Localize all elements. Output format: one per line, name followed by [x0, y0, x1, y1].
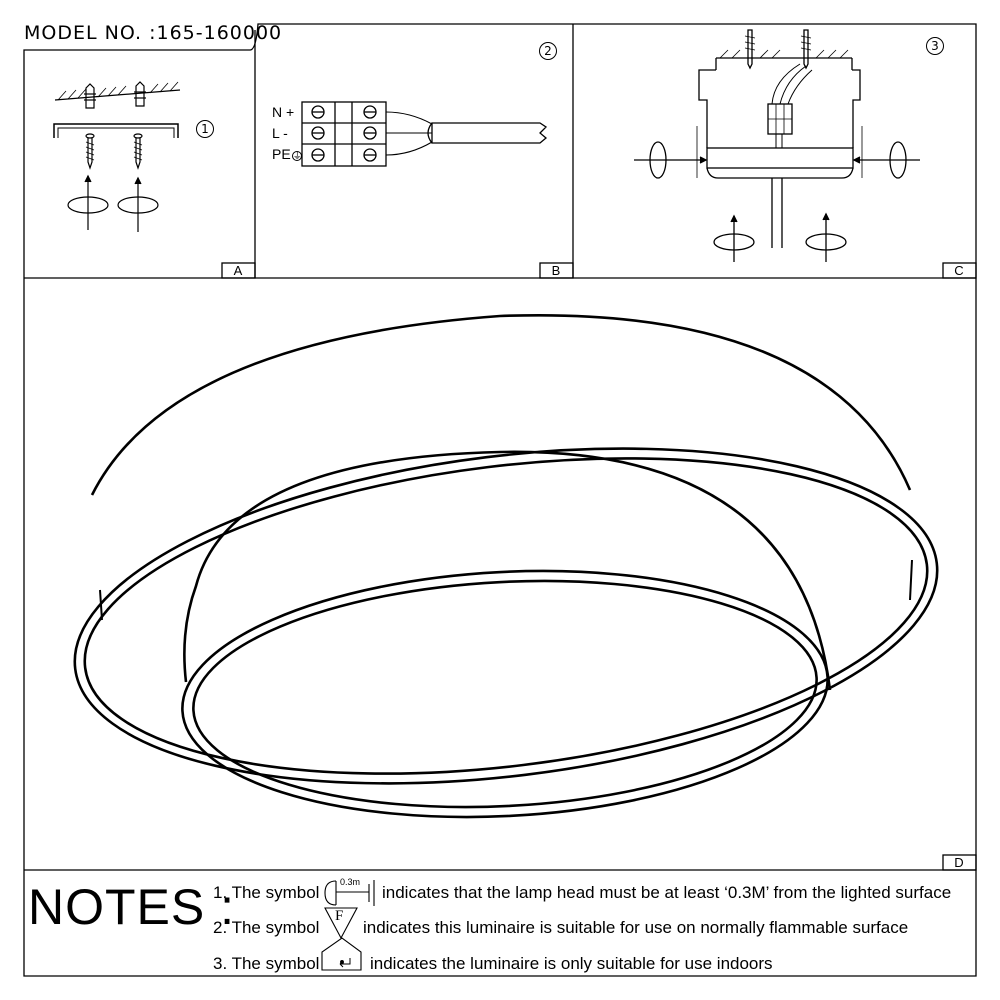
panel-b-letter-box [539, 262, 574, 279]
panel-letter: A [233, 263, 243, 278]
rotate-arrow-icon [852, 126, 920, 179]
lamp-outer-ring-inner [83, 457, 929, 775]
screw [85, 133, 95, 170]
rotate-arrow-icon [805, 212, 847, 262]
power-cable [431, 122, 548, 144]
rotate-arrow-icon [713, 214, 755, 262]
note-symbol-label: 0.3m [340, 877, 361, 887]
terminal-label-neutral: N + [272, 104, 295, 120]
earth-symbol-icon: ⏚ [291, 151, 302, 161]
model-number: MODEL NO. :165-160000 [24, 22, 283, 44]
lamp-diffuser-ring [181, 569, 829, 819]
lamp-outer-ring [73, 447, 939, 785]
outer-border [23, 23, 977, 977]
panel-c-illustration [634, 29, 920, 262]
panel-b-illustration [301, 101, 548, 167]
terminal-screw-icon [311, 105, 377, 162]
panel-a-illustration [53, 81, 181, 232]
power-cable [771, 178, 783, 248]
terminal-label-live: L - [272, 125, 288, 141]
panel-a-letter-box [221, 262, 256, 279]
cable-wires [771, 63, 813, 105]
notes-title: NOTES : [28, 879, 236, 935]
note-text: indicates this luminaire is suitable for… [363, 918, 909, 937]
wall-plug [84, 83, 96, 109]
lamp-diffuser-ring-inner [192, 579, 818, 809]
indoor-use-symbol-icon [321, 937, 362, 971]
screw [800, 29, 812, 70]
step-number-badge: 2 [539, 42, 557, 60]
fixture-canopy [706, 147, 854, 169]
note-text: indicates the luminaire is only suitable… [370, 954, 773, 973]
screw [133, 133, 143, 170]
step-number-badge: 1 [196, 120, 214, 138]
note-item: 1. The symbol 0.3m indicates that the la… [213, 877, 951, 903]
frame-lines [23, 23, 977, 977]
mounting-bracket-inner [57, 127, 175, 138]
note-text: indicates that the lamp head must be at … [382, 883, 952, 902]
bracket-side [698, 69, 861, 148]
screw [744, 29, 756, 70]
rotate-arrow-icon [634, 126, 708, 179]
note-item: 2. The symbol F indicates this luminaire… [213, 908, 908, 938]
ceiling-light-illustration [73, 314, 939, 819]
note-prefix: 1. The symbol [213, 883, 320, 902]
panel-d-letter-box [942, 854, 977, 871]
note-item: 3. The symbol indicates the luminaire is… [213, 954, 773, 974]
rotate-arrow-icon [117, 176, 159, 232]
ceiling-hatch [719, 49, 849, 59]
notes-symbols [321, 880, 375, 971]
ceiling-hatch [57, 81, 179, 101]
panel-letter: D [954, 855, 964, 870]
cable-wires [385, 111, 433, 156]
terminal-block [301, 101, 387, 167]
terminal-label-earth: PE⏚ [272, 146, 302, 162]
distance-symbol-icon [324, 880, 375, 906]
note-symbol-label: F [335, 908, 344, 924]
rotate-arrow-icon [67, 174, 109, 230]
step-number-badge: 3 [926, 37, 944, 55]
lamp-inner-body [183, 450, 832, 691]
note-prefix: 2. The symbol [213, 918, 320, 937]
lamp-outer-body [90, 314, 912, 496]
panel-letter: C [954, 263, 964, 278]
panel-letter: B [551, 263, 561, 278]
wall-plug [134, 81, 146, 107]
mounting-bracket [53, 123, 179, 138]
note-prefix: 3. The symbol [213, 954, 320, 973]
ceiling-line [54, 89, 181, 101]
panel-c-letter-box [942, 262, 977, 279]
flammable-surface-symbol-icon [324, 907, 358, 940]
